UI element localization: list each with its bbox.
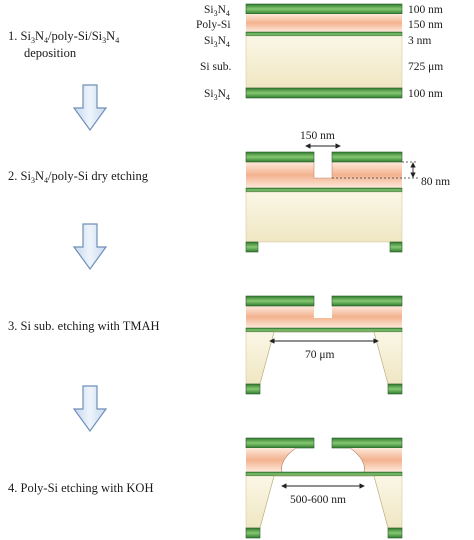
thickness-si3n4-bottom: 100 nm bbox=[408, 88, 443, 100]
layer-si3n4-bottom bbox=[245, 87, 403, 99]
step2-layer-stack bbox=[245, 151, 403, 253]
arrow-down-icon bbox=[72, 84, 108, 132]
layer-si-substrate bbox=[245, 35, 403, 89]
thickness-poly-si: 150 nm bbox=[408, 19, 443, 31]
step1-label: 1. Si3N4/poly-Si/Si3N4 bbox=[8, 29, 119, 45]
dim-window-width: 70 μm bbox=[305, 349, 335, 361]
thickness-si3n4-top: 100 nm bbox=[408, 4, 443, 16]
arrow-down-icon bbox=[72, 223, 108, 271]
step3-layer-stack bbox=[245, 295, 403, 395]
step1-layer-stack bbox=[245, 3, 403, 99]
dim-slot-width: 150 nm bbox=[300, 130, 335, 142]
step4-layer-stack bbox=[245, 437, 403, 539]
layer-name-poly-si: Poly-Si bbox=[196, 19, 231, 31]
thickness-si-sub: 725 μm bbox=[408, 61, 443, 73]
layer-poly-si bbox=[246, 14, 402, 32]
dim-gap-width: 500-600 nm bbox=[290, 494, 346, 506]
layer-name-si3n4-bottom: Si3N4 bbox=[204, 88, 230, 102]
step2-label: 2. Si3N4/poly-Si dry etching bbox=[8, 169, 149, 185]
layer-name-si3n4-thin: Si3N4 bbox=[204, 35, 230, 49]
dim-etch-depth: 80 nm bbox=[421, 176, 450, 188]
step4-label: 4. Poly-Si etching with KOH bbox=[8, 481, 153, 495]
nitride-top-left bbox=[245, 151, 315, 163]
layer-name-si-sub: Si sub. bbox=[200, 61, 231, 73]
thickness-si3n4-thin: 3 nm bbox=[408, 35, 431, 47]
layer-name-si3n4-top: Si3N4 bbox=[204, 4, 230, 18]
arrow-down-icon bbox=[72, 385, 108, 433]
step3-label: 3. Si sub. etching with TMAH bbox=[8, 319, 160, 333]
step1-label-line2: deposition bbox=[24, 46, 77, 60]
layer-si3n4-top bbox=[245, 3, 403, 15]
layer-si3n4-thin bbox=[245, 31, 403, 37]
nitride-top-right bbox=[331, 151, 403, 163]
